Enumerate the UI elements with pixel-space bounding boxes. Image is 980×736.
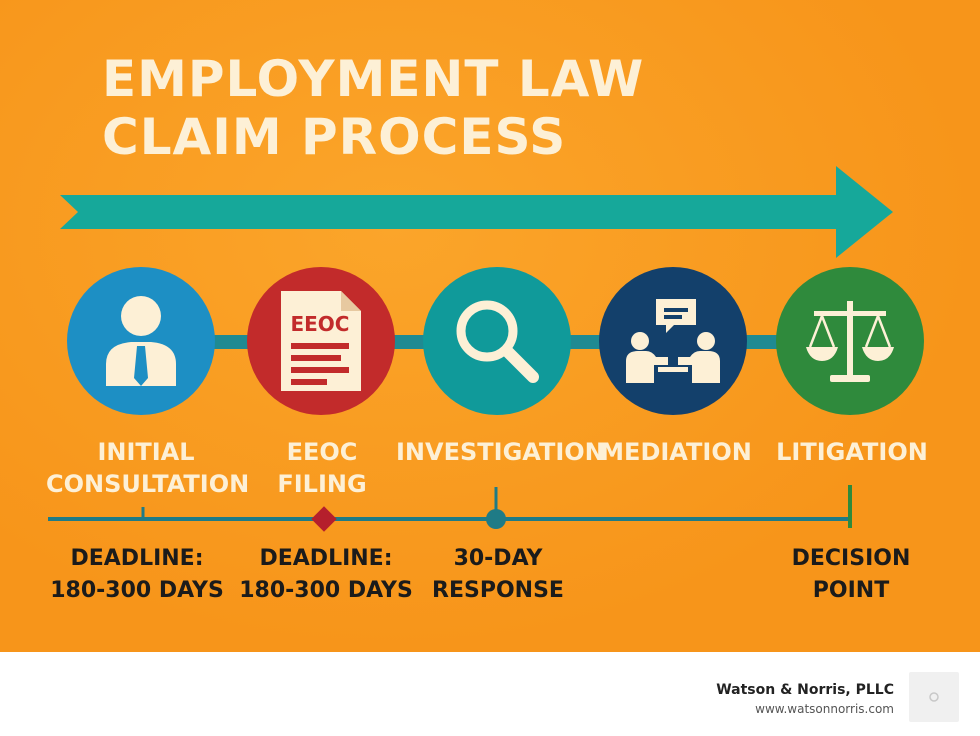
step-label-line: FILING [277,470,367,498]
step-label-eeoc-filing: EEOC FILING [222,436,422,500]
deadline-line: DECISION [791,546,911,571]
timeline-marker-dot [486,509,506,529]
infographic: EMPLOYMENT LAW CLAIM PROCESS EEOC [0,0,980,652]
title-line-1: EMPLOYMENT LAW [102,50,645,108]
deadline-line: 180-300 DAYS [239,578,413,603]
step-label-line: CONSULTATION [46,470,250,498]
meeting-icon [626,299,720,383]
scales-icon [806,301,894,382]
deadline-eeoc-filing: DEADLINE: 180-300 DAYS [226,543,426,607]
deadline-line: DEADLINE: [70,546,204,571]
document-icon: EEOC [281,291,361,391]
step-circle-mediation [599,267,747,415]
step-label-mediation: MEDIATION [576,436,776,468]
step-label-litigation: LITIGATION [752,436,952,468]
deadline-line: 30-DAY [453,546,543,571]
logo-mark-icon [929,692,939,702]
footer: Watson & Norris, PLLC www.watsonnorris.c… [0,652,980,736]
deadline-line: DEADLINE: [259,546,393,571]
document-icon-text: EEOC [290,312,349,336]
deadline-consultation: DEADLINE: 180-300 DAYS [37,543,237,607]
step-circle-eeoc-filing: EEOC [247,267,395,415]
title-line-2: CLAIM PROCESS [102,108,567,166]
step-label-line: EEOC [286,438,358,466]
deadline-litigation: DECISION POINT [751,543,951,607]
deadline-line: 180-300 DAYS [50,578,224,603]
timeline-marker-diamond [311,506,337,532]
arrow-shape [60,166,893,258]
step-label-line: INVESTIGATION [396,438,605,466]
step-circle-litigation [776,267,924,415]
step-label-consultation: INITIAL CONSULTATION [46,436,250,500]
step-label-line: LITIGATION [776,438,928,466]
deadline-investigation: 30-DAY RESPONSE [398,543,598,607]
step-label-investigation: INVESTIGATION [396,436,605,468]
deadline-line: POINT [812,578,890,603]
brand-name: Watson & Norris, PLLC [716,682,894,698]
deadline-line: RESPONSE [432,578,564,603]
step-label-line: INITIAL [97,438,195,466]
step-circle-investigation [423,267,571,415]
step-label-line: MEDIATION [600,438,752,466]
person-icon [106,296,176,386]
step-circle-consultation [67,267,215,415]
magnifier-icon [456,300,539,383]
logo-icon [909,672,959,722]
brand-url: www.watsonnorris.com [755,702,894,716]
